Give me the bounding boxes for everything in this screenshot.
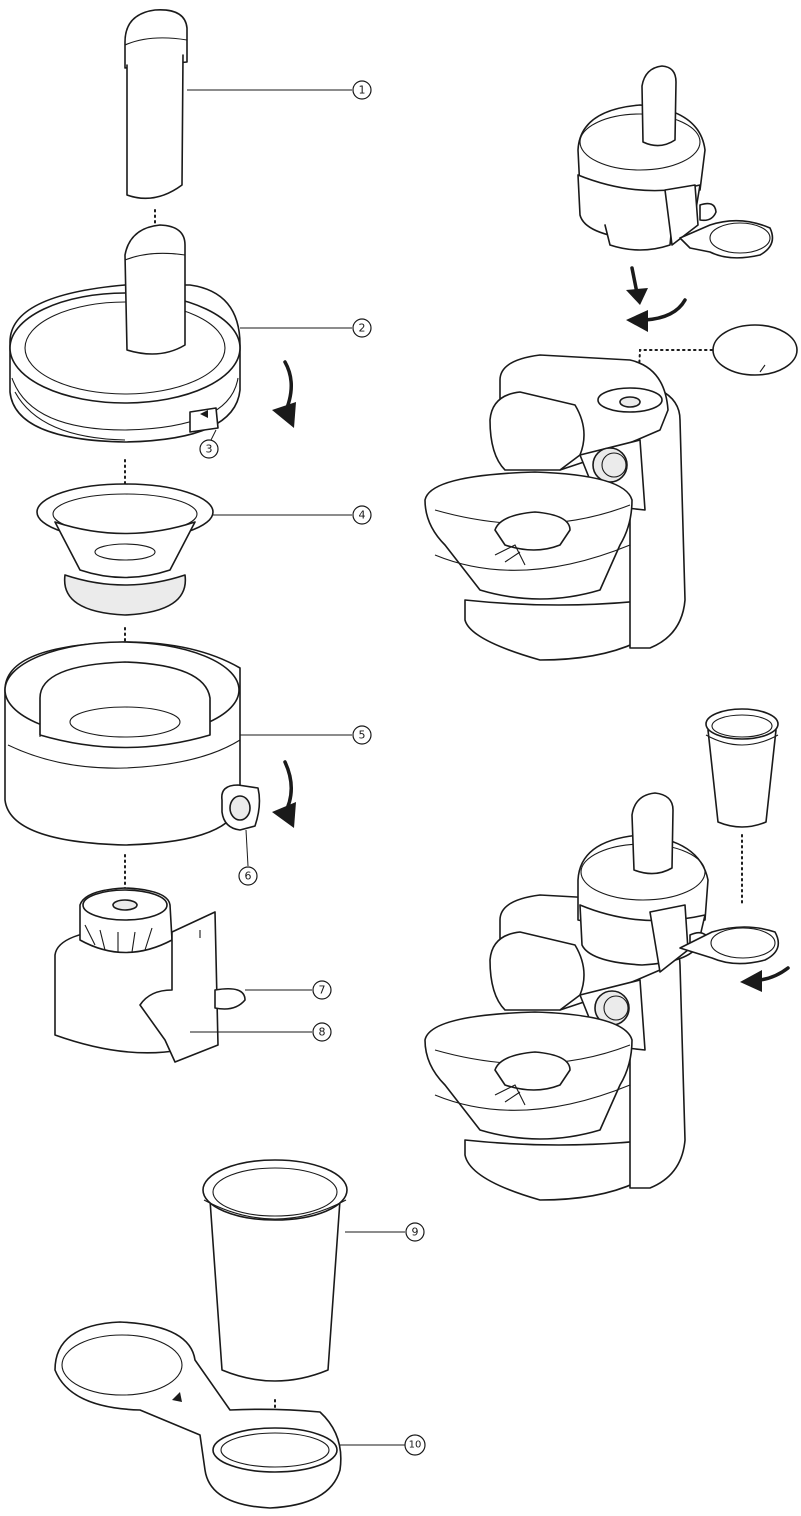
svg-text:5: 5: [359, 729, 366, 742]
assembled-juicer-on-mixer: [577, 792, 780, 973]
leader-6: [245, 829, 249, 867]
svg-text:2: 2: [359, 322, 366, 335]
callout-9: 9: [405, 1222, 425, 1242]
callout-1: 1: [352, 80, 372, 100]
svg-text:6: 6: [245, 870, 252, 883]
assembled-juicer-top: [577, 65, 774, 259]
stand-mixer-bottom: [424, 894, 686, 1201]
feed-tube-lid-part: [9, 224, 241, 443]
svg-text:7: 7: [319, 984, 326, 997]
svg-text:3: 3: [206, 443, 213, 456]
pulp-lever-part: [221, 784, 261, 831]
leader-3: [210, 429, 217, 441]
callout-6: 6: [238, 866, 258, 886]
callout-7: 7: [312, 980, 332, 1000]
svg-text:9: 9: [412, 1226, 419, 1239]
rotate-arrow-icon-top: [626, 298, 687, 332]
outlet-cap-part: [712, 324, 798, 376]
filter-basket-part: [36, 483, 214, 616]
juice-cup-part: [202, 1159, 348, 1382]
svg-text:1: 1: [359, 84, 366, 97]
svg-text:8: 8: [319, 1026, 326, 1039]
svg-text:4: 4: [359, 509, 366, 522]
callout-10: 10: [404, 1434, 426, 1456]
callout-3: 3: [199, 439, 219, 459]
callout-4: 4: [352, 505, 372, 525]
slide-arrow-icon: [740, 966, 790, 992]
lid-rotate-arrow-icon: [272, 360, 296, 428]
pulp-bowl-part: [4, 641, 241, 846]
svg-text:10: 10: [409, 1440, 422, 1451]
pusher-part: [124, 9, 188, 200]
cup-holder-part: [54, 1321, 342, 1509]
bowl-rotate-arrow-icon: [272, 760, 296, 828]
juice-cup-small: [705, 708, 779, 828]
down-arrow-icon: [626, 266, 648, 305]
callout-5: 5: [352, 725, 372, 745]
stand-mixer-top: [424, 354, 686, 661]
callout-2: 2: [352, 318, 372, 338]
drive-base-part: [54, 887, 246, 1063]
callout-8: 8: [312, 1022, 332, 1042]
